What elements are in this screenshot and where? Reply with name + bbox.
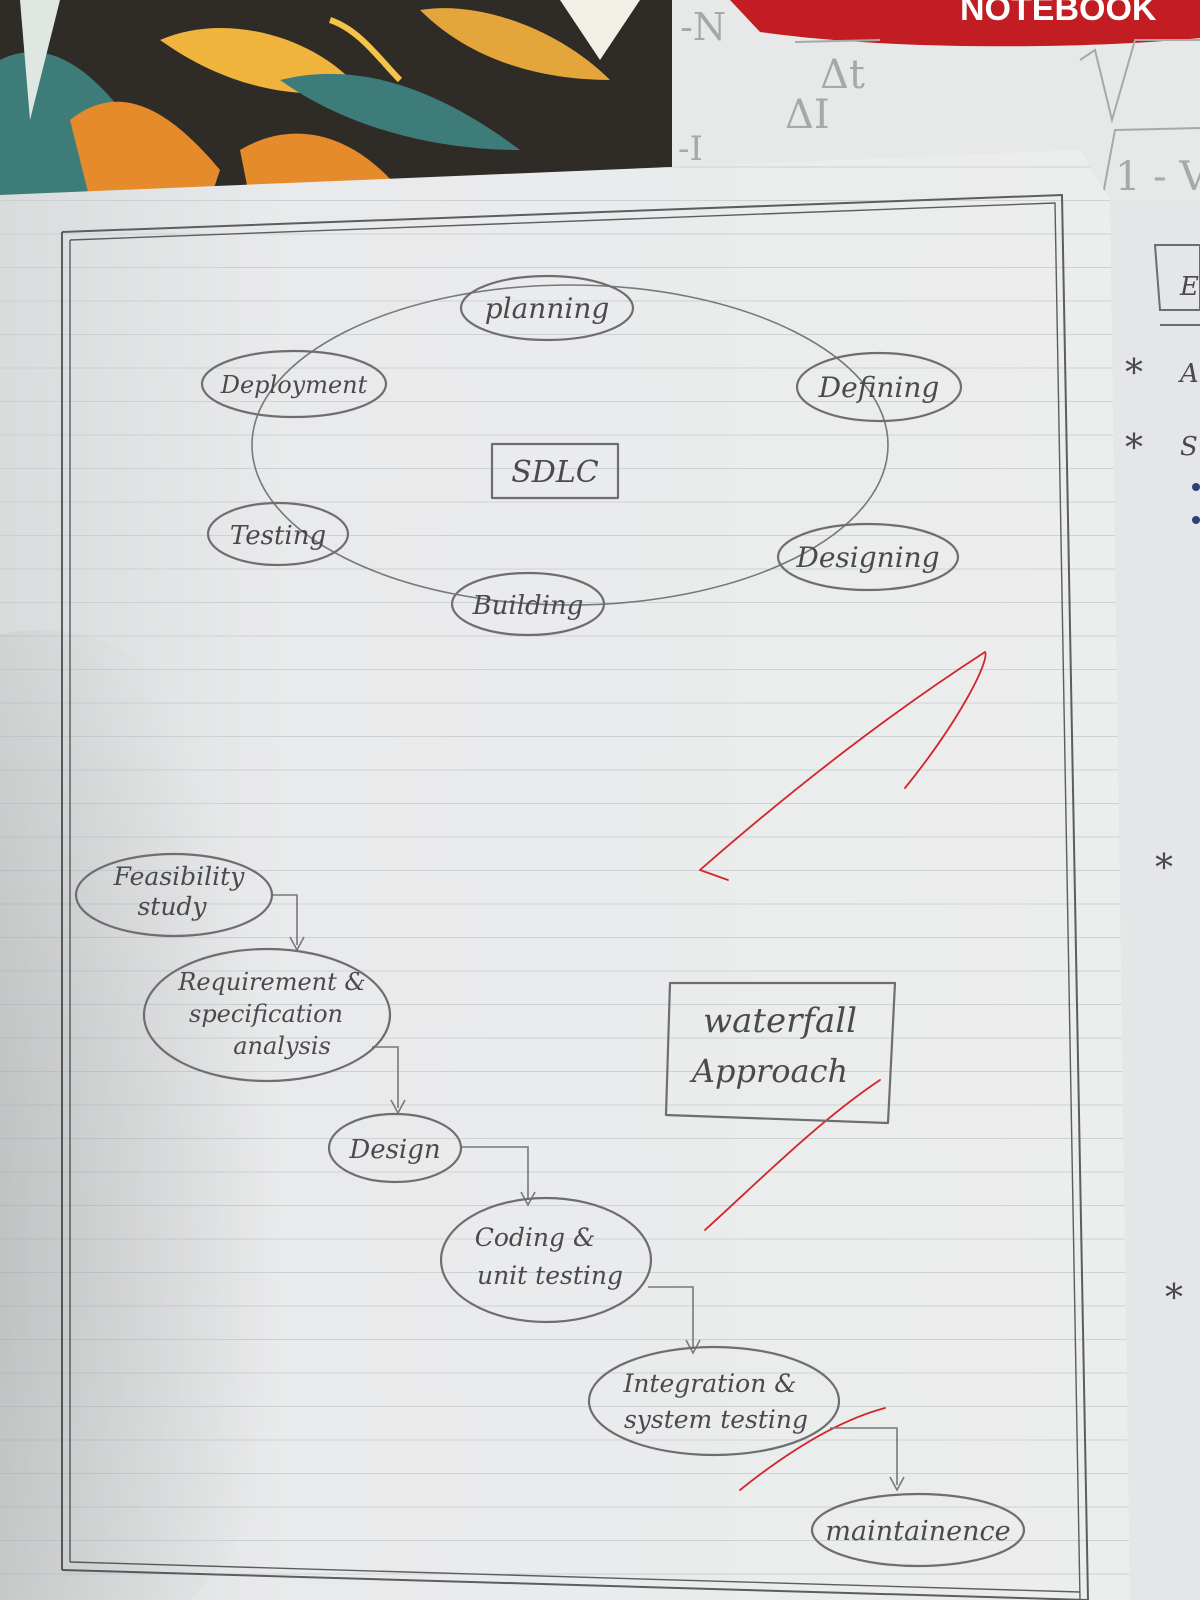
- right-letter-a: A: [1178, 359, 1199, 389]
- svg-text:planning: planning: [485, 292, 610, 325]
- right-letter-s: S: [1180, 432, 1198, 462]
- red-tick-large: [699, 650, 987, 871]
- phase-defining: Defining: [795, 351, 963, 423]
- svg-text:Building: Building: [472, 591, 584, 621]
- red-band: [730, 0, 1200, 47]
- svg-text:Requirement &: Requirement &: [177, 968, 366, 996]
- waterfall-diagram: waterfall Approach Feasibility study Req…: [74, 852, 1026, 1568]
- phase-building: Building: [450, 571, 606, 637]
- svg-text:maintainence: maintainence: [825, 1516, 1010, 1547]
- svg-text:Integration &: Integration &: [622, 1369, 796, 1398]
- svg-text:Deployment: Deployment: [220, 371, 368, 399]
- formula-1: -N: [680, 5, 726, 49]
- formula-3: ΔI: [785, 92, 830, 138]
- svg-text:study: study: [137, 892, 207, 921]
- red-tick-marks: [699, 650, 987, 1491]
- svg-text:Designing: Designing: [795, 541, 939, 574]
- red-tick-integration: [739, 1407, 886, 1491]
- step-feasibility: Feasibility study: [74, 852, 274, 938]
- step-requirement: Requirement & specification analysis: [142, 947, 392, 1083]
- formula-5: 1 - V: [1115, 154, 1200, 200]
- phase-testing: Testing: [206, 501, 350, 567]
- phase-designing: Designing: [776, 522, 960, 592]
- svg-text:Testing: Testing: [230, 521, 326, 551]
- right-letter-e: E: [1179, 272, 1199, 302]
- waterfall-title-line2: Approach: [689, 1052, 848, 1090]
- asterisk-3: *: [1155, 848, 1173, 889]
- svg-text:analysis: analysis: [233, 1032, 331, 1060]
- waterfall-title-box: waterfall Approach: [664, 981, 897, 1125]
- step-design: Design: [327, 1112, 463, 1184]
- formula-4: -I: [678, 129, 703, 169]
- asterisk-2: *: [1125, 428, 1143, 469]
- sdlc-title: SDLC: [511, 455, 599, 490]
- waterfall-arrows: [272, 894, 905, 1492]
- step-coding: Coding & unit testing: [439, 1196, 653, 1324]
- red-tick-waterfall-box: [704, 1079, 881, 1231]
- waterfall-title-line1: waterfall: [703, 1001, 857, 1041]
- phase-planning: planning: [459, 274, 635, 342]
- cover-art: [0, 0, 680, 200]
- asterisk-1: *: [1125, 353, 1143, 394]
- svg-text:Feasibility: Feasibility: [113, 862, 246, 891]
- sdlc-cycle-loop: [251, 284, 889, 606]
- formula-2: Δt: [820, 52, 865, 98]
- phase-deployment: Deployment: [200, 349, 388, 419]
- svg-text:system testing: system testing: [624, 1405, 808, 1434]
- sdlc-diagram: SDLC planning Defining Designing Buildin…: [200, 274, 963, 637]
- svg-text:unit testing: unit testing: [477, 1261, 623, 1290]
- red-tick-hook: [699, 869, 729, 881]
- svg-text:Coding &: Coding &: [475, 1223, 595, 1252]
- svg-text:specification: specification: [189, 1000, 343, 1028]
- step-maintenance: maintainence: [810, 1492, 1026, 1568]
- sdlc-center-box: SDLC: [490, 442, 620, 500]
- notebook-title: NOTEBOOK: [960, 0, 1157, 28]
- svg-text:Defining: Defining: [818, 371, 940, 404]
- asterisk-4: *: [1165, 1278, 1183, 1319]
- step-integration: Integration & system testing: [587, 1345, 841, 1457]
- svg-text:Design: Design: [348, 1135, 440, 1165]
